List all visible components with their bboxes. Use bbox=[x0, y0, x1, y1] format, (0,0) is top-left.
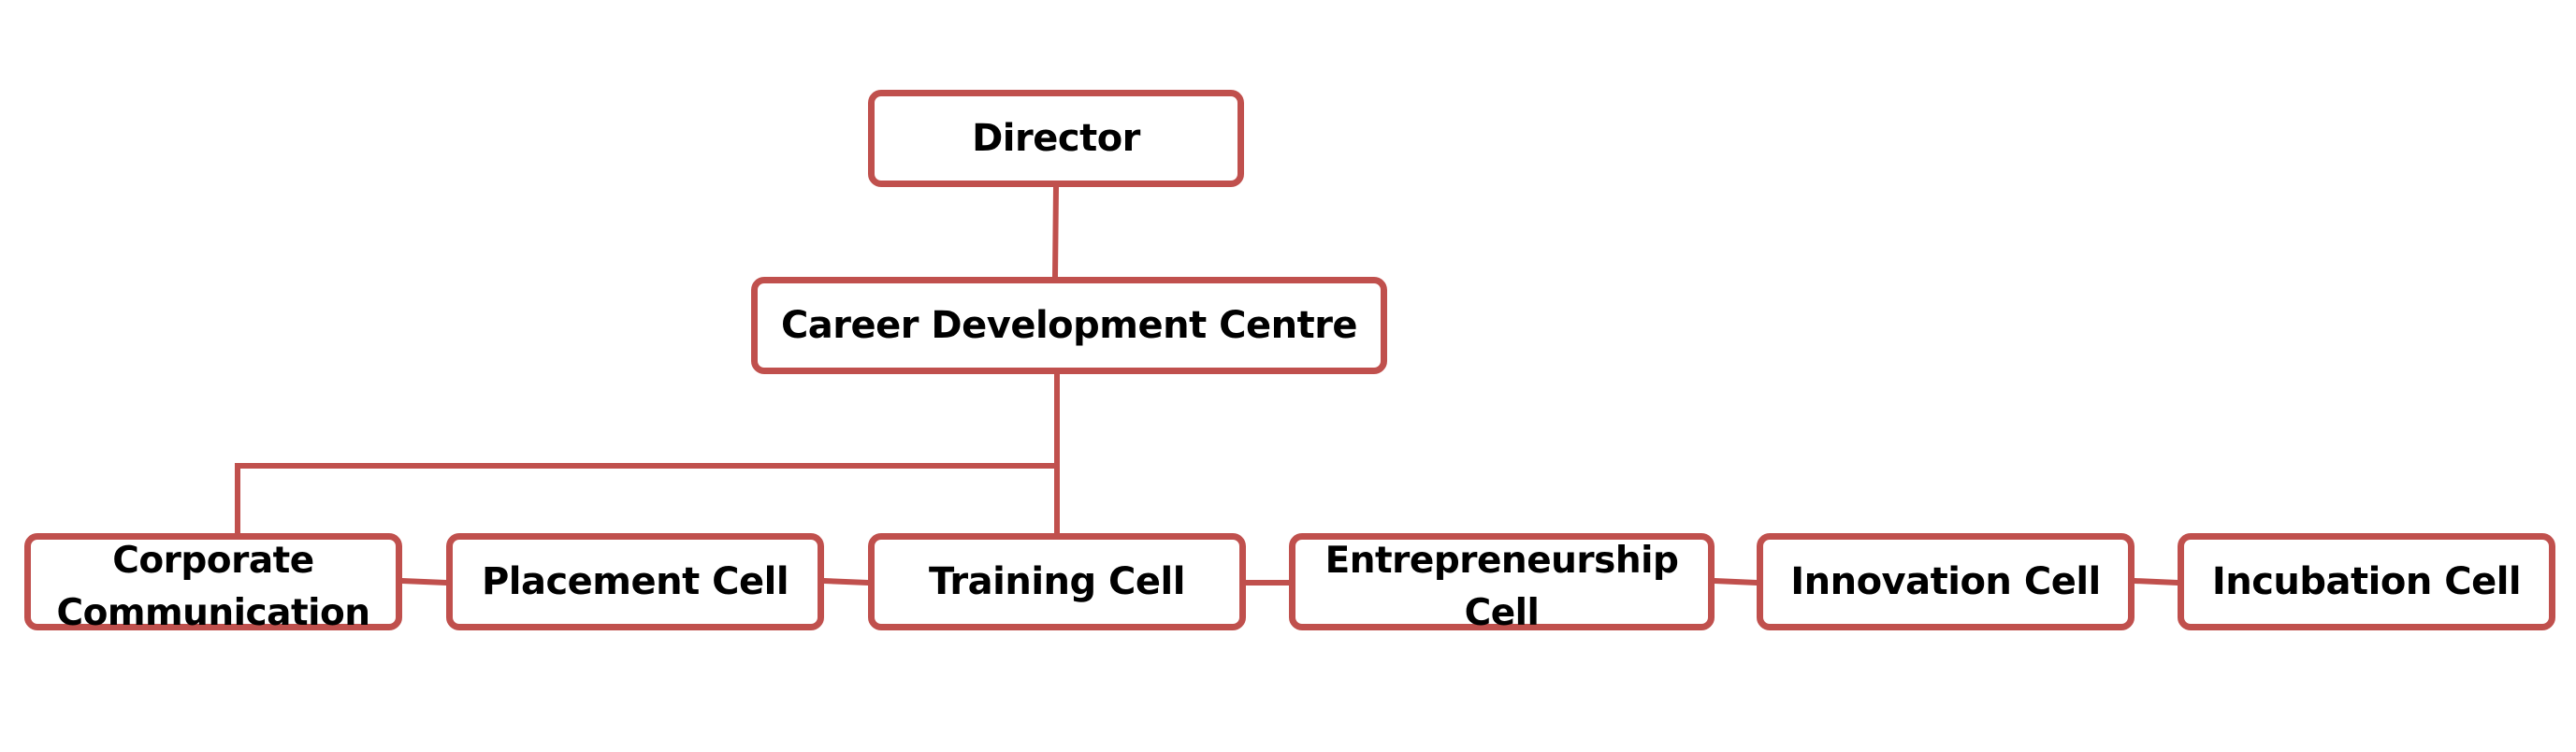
node-director: Director bbox=[868, 90, 1244, 187]
node-entrepreneurship-cell: Entrepreneurship Cell bbox=[1289, 533, 1715, 634]
node-corporate-communication-label: Corporate Communication bbox=[56, 535, 370, 640]
connector-corporate-placement bbox=[398, 577, 450, 586]
node-innovation-cell-label: Innovation Cell bbox=[1790, 560, 2101, 603]
node-director-label: Director bbox=[972, 117, 1140, 160]
node-entrepreneurship-cell-line2: Cell bbox=[1464, 592, 1540, 634]
node-entrepreneurship-cell-label: Entrepreneurship Cell bbox=[1325, 535, 1679, 640]
connector-entrepreneurship-innovation bbox=[1711, 577, 1760, 586]
node-corporate-communication: Corporate Communication bbox=[24, 533, 402, 634]
node-career-development-centre-label: Career Development Centre bbox=[780, 304, 1358, 347]
connector-placement-training bbox=[820, 577, 872, 586]
node-entrepreneurship-cell-line1: Entrepreneurship bbox=[1324, 540, 1679, 582]
node-training-cell: Training Cell bbox=[868, 533, 1246, 630]
node-placement-cell-label: Placement Cell bbox=[481, 560, 789, 603]
node-corporate-communication-line1: Corporate bbox=[112, 540, 314, 582]
node-corporate-communication-line2: Communication bbox=[56, 592, 370, 634]
connector-innovation-incubation bbox=[2131, 577, 2181, 586]
node-incubation-cell: Incubation Cell bbox=[2178, 533, 2555, 630]
node-placement-cell: Placement Cell bbox=[446, 533, 824, 630]
connector-director-cdc bbox=[1051, 183, 1060, 281]
node-training-cell-label: Training Cell bbox=[929, 560, 1185, 603]
node-career-development-centre: Career Development Centre bbox=[751, 277, 1387, 374]
node-innovation-cell: Innovation Cell bbox=[1757, 533, 2135, 630]
node-incubation-cell-label: Incubation Cell bbox=[2211, 560, 2522, 603]
